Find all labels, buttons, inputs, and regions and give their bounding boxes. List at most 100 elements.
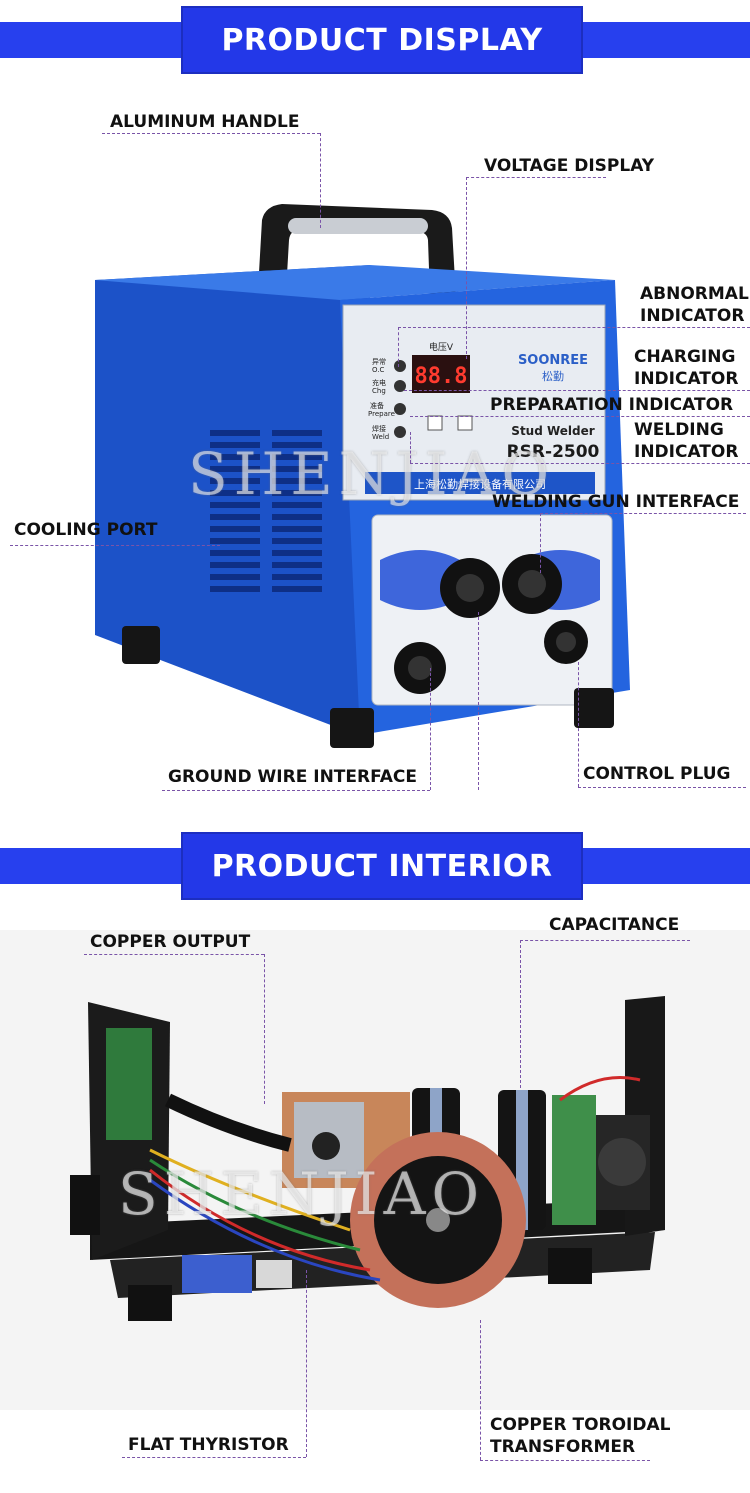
interior-title: PRODUCT INTERIOR	[211, 848, 553, 884]
guide-ground-v	[430, 668, 431, 790]
control-board	[106, 1028, 152, 1140]
down-button[interactable]	[427, 415, 443, 431]
wire-blue	[149, 1178, 381, 1282]
guide-welding-v	[410, 432, 411, 463]
label-capacitance: CAPACITANCE	[549, 915, 680, 935]
brand-logo: SOONREE	[518, 353, 588, 368]
connector-rings	[408, 570, 576, 680]
indicator-cn-1: 充电	[372, 378, 386, 387]
label-toroidal-1: COPPER TOROIDAL	[490, 1415, 671, 1435]
indicator-en-1: Chg	[372, 387, 386, 395]
indicator-cn-3: 焊接	[372, 424, 386, 433]
label-welding-2: INDICATOR	[634, 442, 739, 462]
label-copper-output: COPPER OUTPUT	[90, 932, 251, 952]
welding-led	[394, 426, 406, 438]
main-cable	[164, 1093, 292, 1152]
guide-copper-output-h	[84, 954, 264, 955]
front-connector	[70, 1175, 100, 1235]
cooling-vents	[210, 430, 322, 592]
guide-copper-output-v	[264, 954, 265, 1104]
label-charging-2: INDICATOR	[634, 369, 739, 389]
label-abnormal-1: ABNORMAL	[640, 284, 749, 304]
banner-title-box: PRODUCT DISPLAY	[183, 8, 581, 72]
guide-thyristor-h	[122, 1457, 306, 1458]
label-preparation: PREPARATION INDICATOR	[490, 395, 734, 415]
voltage-unit-label: 电压V	[429, 341, 454, 353]
transformer-bolt	[426, 1208, 450, 1232]
label-abnormal-2: INDICATOR	[640, 306, 745, 326]
handle-bar	[288, 218, 428, 234]
guide-voltage-h	[466, 177, 606, 178]
copper-output-terminal	[312, 1132, 340, 1160]
up-button[interactable]	[457, 415, 473, 431]
guide-charging-h	[404, 390, 750, 391]
guide-control-h	[578, 787, 746, 788]
preparation-led	[394, 403, 406, 415]
guide-handle-v	[320, 133, 321, 228]
voltage-display-screen	[412, 355, 470, 393]
guide-gun-v	[540, 513, 541, 573]
foot-left-back	[122, 626, 160, 664]
indicator-en-2: Prepare	[368, 410, 395, 418]
guide-handle-h	[102, 133, 320, 134]
cabinet-top	[95, 265, 615, 300]
label-welding-1: WELDING	[634, 420, 724, 440]
interior-banner: PRODUCT INTERIOR	[0, 826, 750, 906]
guide-preparation-h	[410, 416, 750, 417]
control-panel	[342, 304, 606, 501]
guide-gun-h	[540, 513, 746, 514]
foot-right-front	[574, 688, 614, 728]
company-strip	[365, 472, 595, 494]
guide-toroidal-v	[480, 1320, 481, 1460]
label-cooling-port: COOLING PORT	[14, 520, 158, 540]
thyristor-plate	[256, 1260, 292, 1288]
indicator-en-3: Weld	[372, 433, 389, 441]
wire-yellow	[149, 1148, 351, 1232]
company-name: 上海松勤焊接设备有限公司	[414, 477, 546, 491]
display-banner: PRODUCT DISPLAY	[0, 0, 750, 80]
guide-control-v	[578, 662, 579, 787]
label-aluminum-handle: ALUMINUM HANDLE	[110, 112, 300, 132]
wire-red	[149, 1168, 371, 1272]
label-voltage-display: VOLTAGE DISPLAY	[484, 156, 655, 176]
guide-cooling-h	[10, 545, 220, 546]
label-control-plug: CONTROL PLUG	[583, 764, 731, 784]
welder-interior-image	[0, 930, 750, 1410]
guide-welding-h	[410, 463, 750, 464]
guide-ground-v2	[478, 612, 479, 790]
heatsink-board	[552, 1095, 596, 1225]
model-number: RSR-2500	[507, 442, 600, 462]
guide-abnormal-v	[398, 327, 399, 367]
chassis-foot-left	[128, 1285, 172, 1321]
abnormal-led	[394, 360, 406, 372]
guide-thyristor-v	[306, 1270, 307, 1457]
panel-graphic-left	[380, 550, 460, 610]
charging-led	[394, 380, 406, 392]
wire-green	[149, 1158, 361, 1252]
guide-abnormal-h	[398, 327, 750, 328]
watermark-bottom: SHENJIAO	[118, 1160, 485, 1228]
guide-capacitance-v	[520, 940, 521, 1088]
flat-thyristor	[182, 1255, 252, 1293]
guide-toroidal-h	[480, 1460, 650, 1461]
indicator-labels: 异常 O.C 充电 Chg 准备 Prepare 焊接 Weld	[368, 357, 395, 441]
watermark-top: SHENJIAO	[188, 440, 555, 508]
label-flat-thyristor: FLAT THYRISTOR	[128, 1435, 289, 1455]
indicator-leds	[394, 360, 406, 438]
foot-left-front	[330, 708, 374, 748]
wire-red-right	[559, 1076, 641, 1102]
guide-capacitance-h	[520, 940, 690, 941]
product-name: Stud Welder	[511, 424, 594, 438]
label-charging-1: CHARGING	[634, 347, 736, 367]
welder-exterior-image: 88.8 电压V 异常 O.C 充电 Chg 准备 Prepare 焊接 Wel…	[95, 204, 630, 748]
fan-hub	[598, 1138, 646, 1186]
banner-title-box: PRODUCT INTERIOR	[183, 834, 581, 898]
indicator-en-0: O.C	[372, 366, 384, 374]
voltage-readout: 88.8	[415, 364, 468, 389]
label-toroidal-2: TRANSFORMER	[490, 1437, 636, 1457]
indicator-cn-2: 准备	[370, 401, 384, 410]
chassis-foot-right	[548, 1248, 592, 1284]
guide-ground-h	[162, 790, 430, 791]
label-ground-wire-interface: GROUND WIRE INTERFACE	[168, 767, 418, 787]
brand-logo-cn: 松勤	[542, 369, 564, 383]
